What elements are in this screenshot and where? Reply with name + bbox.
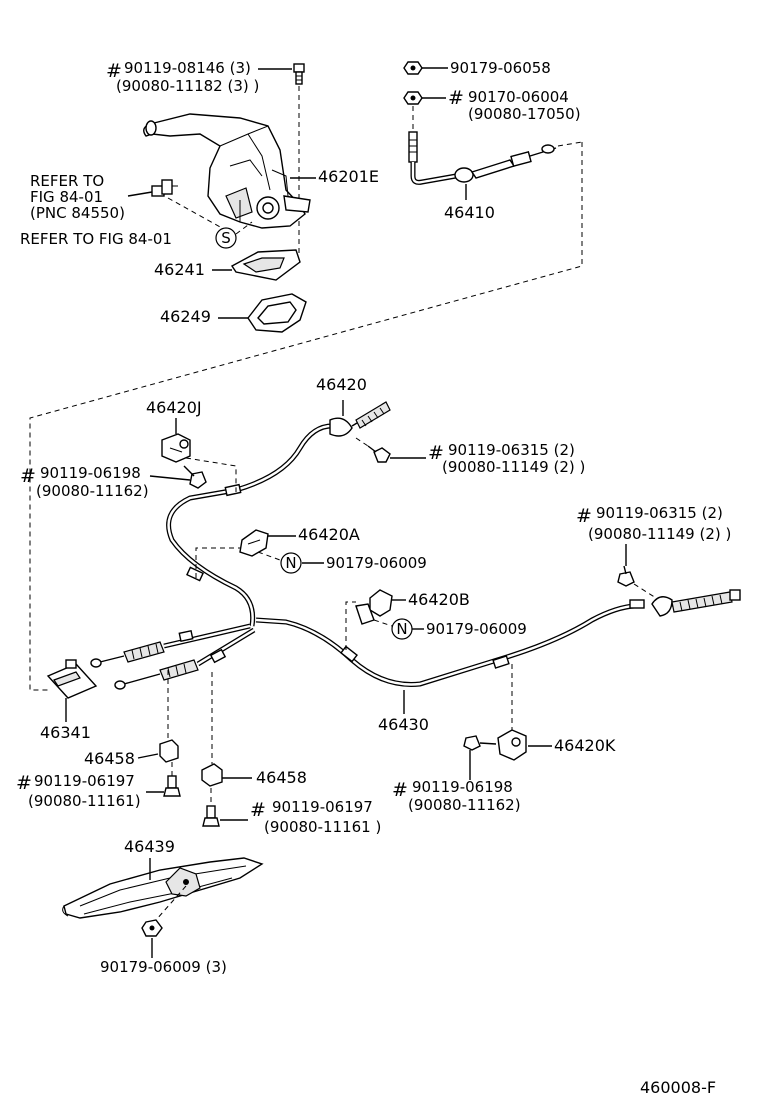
bolt-90119-06198-upper-icon	[183, 465, 207, 489]
hash-marker: #	[106, 60, 122, 82]
label-pnc-84550: (PNC 84550)	[30, 204, 125, 222]
label-refer-to-fig-84-01: REFER TO FIG 84-01	[20, 230, 172, 248]
label-90179-06058: 90179-06058	[450, 59, 551, 77]
cable-46420	[166, 400, 391, 627]
clamp-46420K-icon	[497, 729, 527, 761]
bracket-46439	[62, 857, 264, 919]
label-90179-06009-a: 90179-06009	[326, 554, 427, 572]
nut-90179-06058-icon	[403, 61, 423, 75]
label-90119-06197-upper: 90119-06197	[34, 772, 135, 790]
nut-90170-06004-icon	[403, 91, 423, 105]
clamp-46420J-icon	[161, 433, 191, 463]
n-marker-label: N	[285, 554, 296, 572]
label-46458-lower: 46458	[256, 768, 307, 787]
s-marker-icon	[215, 227, 237, 249]
nut-90179-06009-icon	[141, 919, 163, 937]
hash-marker: #	[250, 799, 266, 821]
n-marker-label: N	[396, 620, 407, 638]
cable-end-upper	[90, 623, 251, 668]
hash-marker: #	[392, 779, 408, 801]
label-90179-06009-b: 90179-06009	[426, 620, 527, 638]
cable-end-lower	[114, 627, 256, 690]
label-refer-to: REFER TO	[30, 172, 104, 190]
s-marker-label: S	[221, 229, 231, 247]
label-90080-11161-upper: (90080-11161)	[28, 792, 141, 810]
label-90170-06004: 90170-06004	[468, 88, 569, 106]
label-90080-11161-lower: (90080-11161 )	[264, 818, 381, 836]
clamp-46420A-icon	[239, 529, 269, 557]
label-90119-06198-lower: 90119-06198	[412, 778, 513, 796]
bolt-90119-06315-lower-icon	[617, 565, 635, 587]
equalizer-46341	[46, 659, 98, 699]
label-46241: 46241	[154, 260, 205, 279]
label-90080-11162-lower: (90080-11162)	[408, 796, 521, 814]
label-46420K: 46420K	[554, 736, 616, 755]
label-90119-06198-upper: 90119-06198	[40, 464, 141, 482]
bolt-90119-06198-lower-icon	[463, 735, 497, 751]
label-46420B: 46420B	[408, 590, 470, 609]
diagram-id: 460008-F	[640, 1078, 716, 1097]
label-fig-84-01: FIG 84-01	[30, 188, 103, 206]
label-90080-11182: (90080-11182 (3) )	[116, 77, 259, 95]
label-46458-upper: 46458	[84, 749, 135, 768]
hash-marker: #	[576, 505, 592, 527]
hash-marker: #	[428, 442, 444, 464]
label-46201E: 46201E	[318, 167, 379, 186]
label-90080-11162-upper: (90080-11162)	[36, 482, 149, 500]
clamp-46420B-icon	[355, 589, 393, 625]
hash-marker: #	[20, 465, 36, 487]
hash-marker: #	[16, 772, 32, 794]
label-46439: 46439	[124, 837, 175, 856]
label-46249: 46249	[160, 307, 211, 326]
hash-marker: #	[448, 87, 464, 109]
clip-46458-upper-icon	[159, 739, 179, 763]
bolt-90119-06197-lower-icon	[202, 805, 220, 827]
label-46420J: 46420J	[146, 398, 202, 417]
bolt-90119-06315-icon	[367, 445, 391, 463]
label-90119-08146: 90119-08146 (3)	[124, 59, 251, 77]
clip-icon	[151, 179, 178, 197]
parking-brake-lever-assembly: S	[143, 63, 311, 333]
label-90119-06315-upper: 90119-06315 (2)	[448, 441, 575, 459]
label-46341: 46341	[40, 723, 91, 742]
label-46420A: 46420A	[298, 525, 360, 544]
front-cable-46410	[403, 61, 583, 185]
label-46430: 46430	[378, 715, 429, 734]
label-46410: 46410	[444, 203, 495, 222]
label-90080-17050: (90080-17050)	[468, 105, 581, 123]
clip-46458-lower-icon	[201, 763, 223, 787]
bolt-90119-06197-upper-icon	[163, 775, 181, 797]
label-90179-06009-c: 90179-06009 (3)	[100, 958, 227, 976]
label-90080-11149-lower: (90080-11149 (2) )	[588, 525, 731, 543]
n-marker-icon	[280, 552, 302, 574]
label-90119-06197-lower: 90119-06197	[272, 798, 373, 816]
label-90119-06315-lower: 90119-06315 (2)	[596, 504, 723, 522]
bolt-90119-08146-icon	[293, 63, 305, 85]
label-90080-11149-upper: (90080-11149 (2) )	[442, 458, 585, 476]
label-46420: 46420	[316, 375, 367, 394]
cable-46430	[255, 565, 741, 687]
